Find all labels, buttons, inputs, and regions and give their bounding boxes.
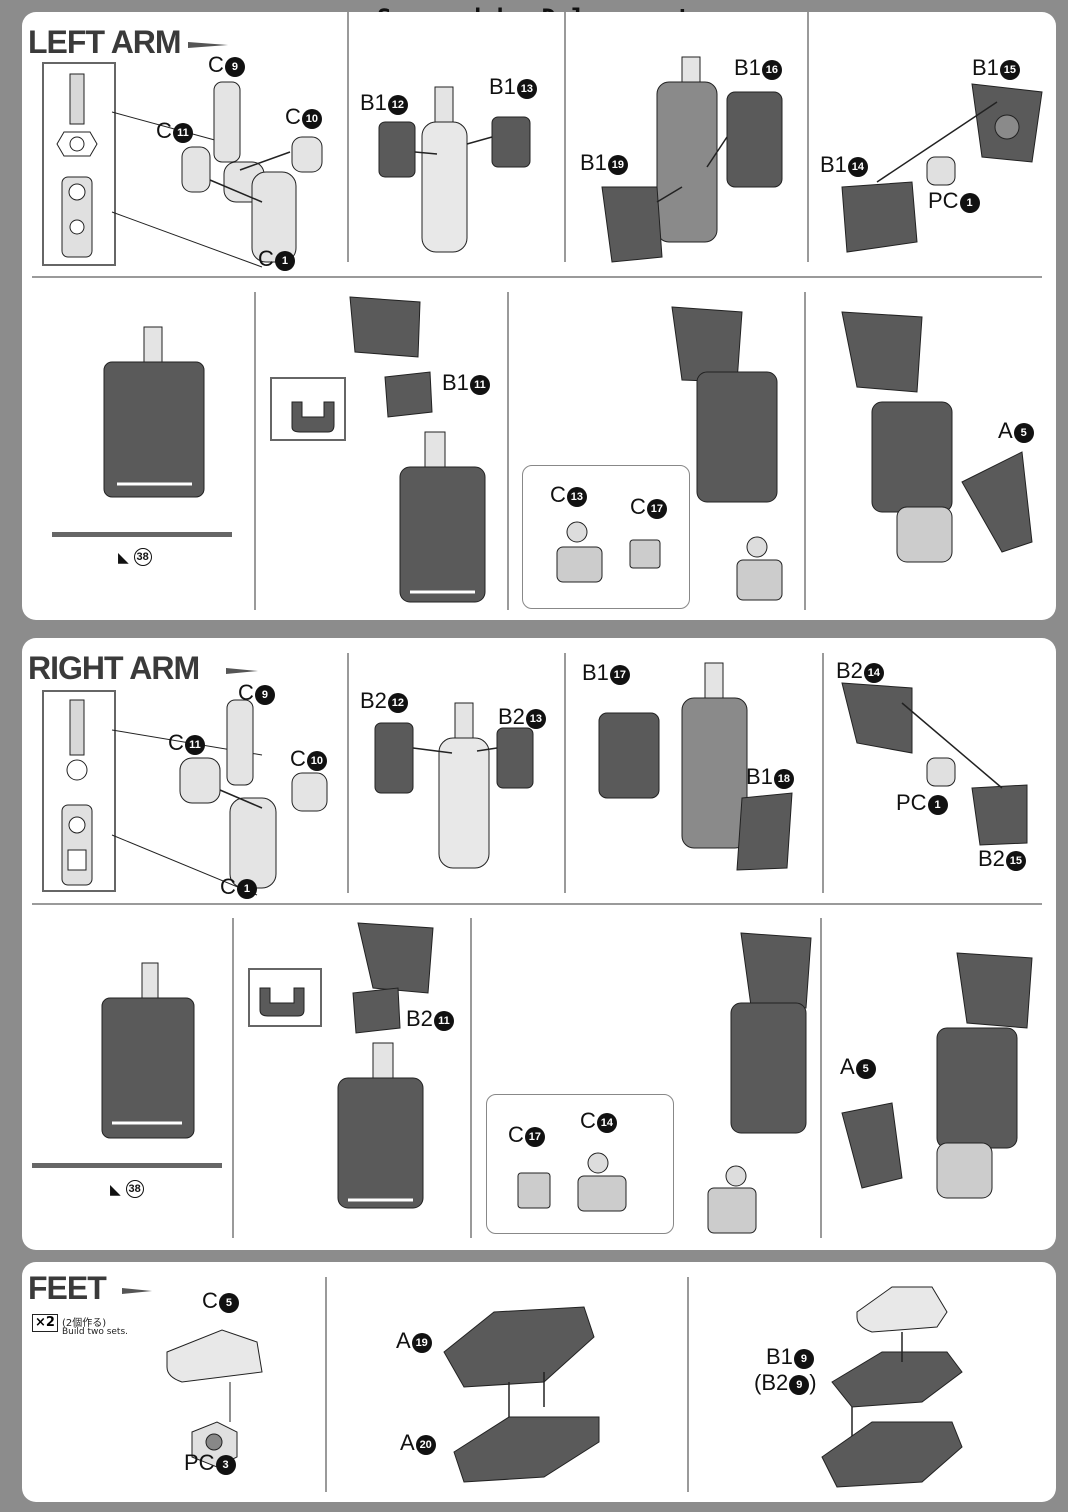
feet-step3-parts	[821, 1286, 963, 1488]
label-ref38-right: ◣ 38	[110, 1180, 144, 1198]
label-ref38-left: ◣ 38	[118, 548, 152, 566]
hand-detail-callout	[522, 465, 690, 609]
left-arm-step7-parts	[556, 306, 783, 601]
right-arm-step8-parts	[841, 952, 1033, 1199]
build-note-en: Build two sets.	[62, 1327, 129, 1337]
build-count-badge: ×2	[32, 1314, 58, 1332]
right-arm-step1-parts	[179, 699, 328, 889]
left-arm-step8-parts	[841, 311, 1033, 563]
right-arm-step5-parts	[32, 962, 222, 1168]
left-arm-title: LEFT ARM	[28, 24, 228, 61]
feet-title: FEET	[28, 1270, 152, 1307]
right-arm-step4-parts	[841, 682, 1028, 846]
left-arm-step4-parts	[841, 83, 1043, 253]
left-arm-step1-parts	[181, 81, 323, 263]
left-arm-step2-parts	[378, 86, 531, 253]
right-arm-step2-parts	[374, 702, 534, 869]
left-arm-step3-parts	[601, 56, 783, 263]
left-arm-inset-parts	[56, 73, 263, 268]
left-arm-step5-parts	[52, 326, 232, 537]
right-hand-detail-callout	[486, 1094, 674, 1234]
right-arm-step7-parts	[517, 932, 812, 1234]
build-note-jp: (2個作る)	[62, 1318, 107, 1329]
feet-step2-parts	[443, 1306, 600, 1483]
right-arm-inset-parts	[61, 699, 263, 896]
b2-11-detail-inset	[248, 968, 322, 1027]
left-arm-step6-parts	[291, 296, 486, 603]
right-arm-step6-parts	[259, 922, 434, 1209]
right-arm-title: RIGHT ARM	[28, 650, 258, 687]
right-arm-step3-parts	[598, 662, 793, 871]
